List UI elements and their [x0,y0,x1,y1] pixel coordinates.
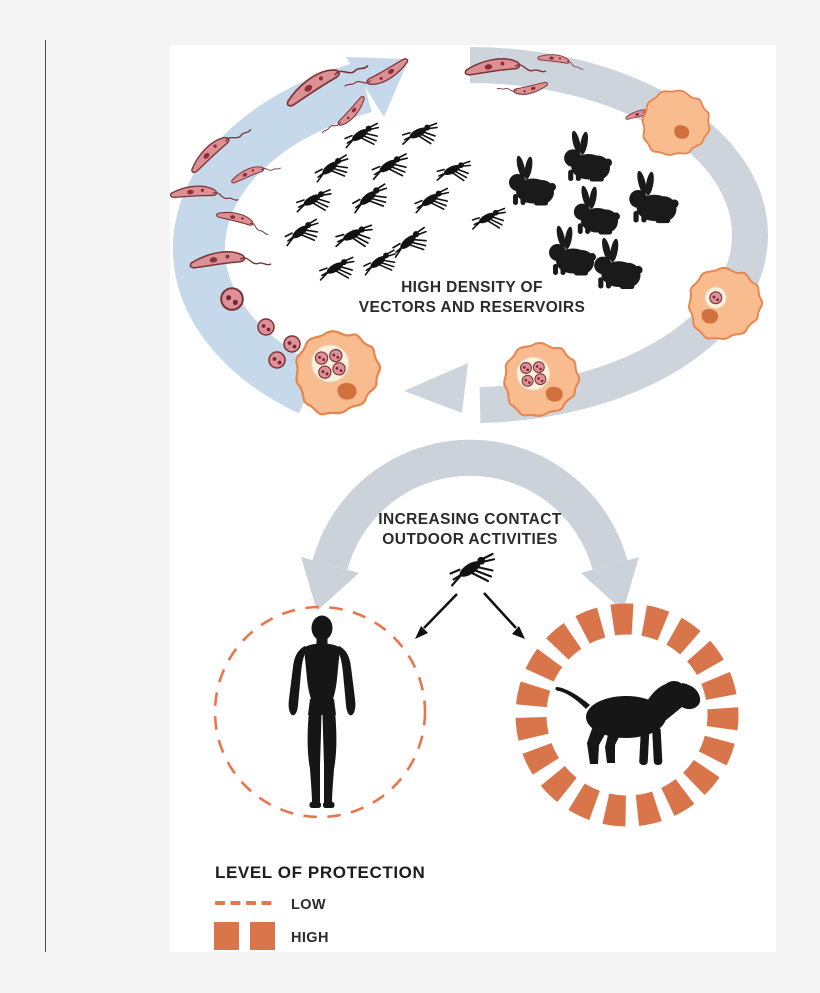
transmission-arch: INCREASING CONTACT OUTDOOR ACTIVITIES [301,439,639,639]
amastigote-icon [331,361,347,377]
amastigote-icon [709,291,723,305]
amastigote-icon [534,373,547,386]
macrophage-infected-right [688,266,764,340]
legend-low-label: LOW [291,897,326,913]
rabbit-group [509,130,679,290]
arch-arrow-left-head-icon [301,557,359,611]
legend: LEVEL OF PROTECTION LOW HIGH [214,863,425,950]
sandfly-icon [344,122,380,149]
illustration-paper: HIGH DENSITY OF VECTORS AND RESERVOIRS I… [170,45,776,952]
cycle-arrow-gray [469,47,769,423]
sandfly-icon [318,254,355,283]
macrophage-engulfing [635,83,718,164]
amastigote-icon [268,351,286,369]
transmission-caption-line2: OUTDOOR ACTIVITIES [382,531,557,548]
sandfly-icon [449,552,496,587]
amastigote-icon [328,348,344,363]
sandfly-icon [334,220,374,252]
sandfly-icon [295,186,332,215]
leishmaniasis-transmission-diagram: HIGH DENSITY OF VECTORS AND RESERVOIRS I… [170,46,769,950]
amastigote-icon [520,362,532,374]
arch-arrow-right-head-icon [581,557,639,611]
legend-low-swatch-icon [215,901,272,905]
dog-protection-ring-high [515,603,739,827]
amastigote-icon [283,335,301,353]
bite-arrow-to-human [423,593,458,629]
amastigote-icon [532,361,545,374]
sandfly-icon [414,187,450,214]
rabbit-icon [594,237,643,290]
reservoir-cycle: HIGH DENSITY OF VECTORS AND RESERVOIRS [170,46,769,423]
rabbit-icon [564,130,613,182]
rabbit-icon [509,155,556,206]
amastigote-icon [521,374,534,387]
bite-arrow-to-dog [483,592,517,629]
arch-arrow [312,439,628,570]
cycle-caption-line1: HIGH DENSITY OF [401,279,543,296]
cycle-arrow-gray-head-icon [404,363,468,413]
cycle-arrow-blue [172,61,372,414]
sandfly-swarm [283,119,507,283]
legend-high-label: HIGH [291,930,329,946]
sandfly-icon [283,218,321,247]
amastigote-icon [220,287,244,311]
rabbit-icon [629,170,679,224]
sandfly-icon [371,153,409,181]
cycle-caption-line2: VECTORS AND RESERVOIRS [359,299,585,316]
macrophage-infected-left [290,325,386,419]
human-silhouette-icon [288,615,356,808]
bite-arrow-to-dog-head-icon [512,626,525,639]
amastigote-icon [317,364,333,380]
transmission-caption-line1: INCREASING CONTACT [378,511,562,528]
amastigote-icon [314,350,329,366]
sandfly-icon [362,249,397,276]
sandfly-icon [390,226,430,259]
macrophage-infected-bottom [503,341,581,417]
sandfly-icon [470,205,507,233]
sandfly-icon [350,183,390,214]
bite-arrow-to-human-head-icon [415,626,428,639]
human-protection-ring-low [213,605,427,819]
human-protection [213,605,427,819]
sandfly-icon [313,154,351,183]
dog-silhouette-icon [555,681,701,766]
margin-rule-line [45,40,46,952]
dog-protection [515,603,739,827]
rabbit-icon [573,184,620,235]
sandfly-icon [435,156,472,186]
legend-title: LEVEL OF PROTECTION [215,863,425,882]
legend-high-swatch-icon [214,922,275,950]
amastigote-icon [257,318,275,336]
sandfly-icon [401,119,439,149]
